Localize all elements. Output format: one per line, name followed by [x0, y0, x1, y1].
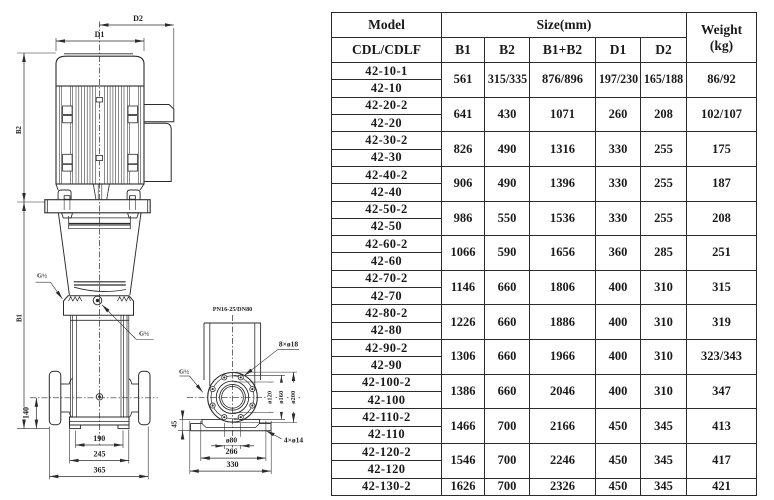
- svg-text:365: 365: [94, 465, 106, 474]
- svg-text:8×ø18: 8×ø18: [279, 340, 299, 349]
- svg-text:G½: G½: [139, 330, 149, 337]
- svg-text:140: 140: [21, 407, 30, 419]
- svg-text:4×ø14: 4×ø14: [284, 436, 304, 445]
- svg-text:45: 45: [170, 420, 178, 428]
- svg-text:D2: D2: [133, 14, 143, 23]
- svg-text:ø160: ø160: [278, 391, 285, 404]
- svg-text:190: 190: [93, 434, 105, 443]
- svg-text:330: 330: [227, 460, 239, 469]
- svg-text:245: 245: [94, 450, 106, 459]
- svg-text:ø120: ø120: [267, 391, 274, 404]
- svg-text:B2: B2: [16, 125, 23, 134]
- svg-text:ø80: ø80: [226, 436, 238, 445]
- svg-text:ø200: ø200: [290, 391, 297, 404]
- svg-text:B1: B1: [16, 313, 23, 322]
- svg-text:G½: G½: [179, 368, 189, 375]
- svg-text:PN16-25/DN80: PN16-25/DN80: [213, 306, 253, 313]
- svg-text:D1: D1: [95, 30, 105, 39]
- svg-text:G½: G½: [37, 272, 47, 279]
- svg-text:266: 266: [226, 447, 238, 456]
